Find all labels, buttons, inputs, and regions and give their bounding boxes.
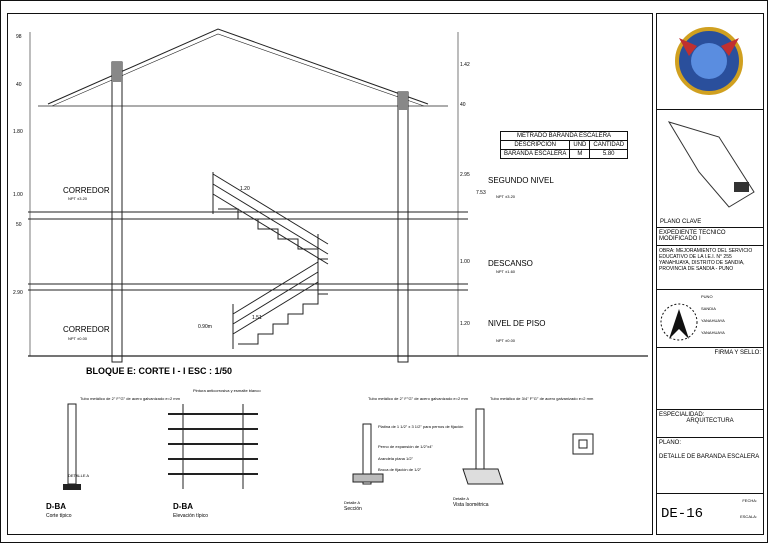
firma-box: FIRMA Y SELLO: xyxy=(657,348,763,410)
level-label-descanso: DESCANSO xyxy=(488,259,533,268)
especialidad-value: ARQUITECTURA xyxy=(686,418,734,424)
north-arrow-icon xyxy=(660,303,698,341)
section-title: BLOQUE E: CORTE I - I ESC : 1/50 xyxy=(86,366,233,376)
detail-label: Detalle A xyxy=(453,496,470,501)
plano-value: DETALLE DE BARANDA ESCALERA xyxy=(659,454,760,460)
detail-label: D-BA xyxy=(46,502,66,511)
ubicacion-value: YANAHUAYA xyxy=(701,318,725,323)
dim-label: 1.20 xyxy=(460,321,470,327)
sheet-number: DE-16 xyxy=(661,506,704,522)
lamina-box: DE-16 FECHA: ESCALA: xyxy=(657,494,763,534)
npt-label: NPT ±3.20 xyxy=(68,196,88,201)
especialidad-label: ESPECIALIDAD: xyxy=(659,412,705,418)
level-label-corredor-lower: CORREDOR xyxy=(63,325,110,334)
expediente-label: EXPEDIENTE TECNICO MODIFICADO I xyxy=(657,228,763,246)
level-label-corredor-upper: CORREDOR xyxy=(63,186,110,195)
logo-box xyxy=(657,14,763,110)
note-broca: Broca de fijación de 1/2" xyxy=(378,467,422,472)
step-dim-label: 1.51 xyxy=(252,315,262,321)
section-drawing xyxy=(28,28,648,490)
location-box: PUNO SANDIA YANAHUAYA YANAHUAYA xyxy=(657,290,763,348)
plano-clave-label: PLANO CLAVE xyxy=(660,219,702,225)
dim-label: 2.90 xyxy=(13,290,23,296)
metrado-cell: M xyxy=(569,149,591,159)
escala-label: ESCALA: xyxy=(740,514,757,519)
dim-label: 1.00 xyxy=(13,192,23,198)
detail-sublabel: Elevación típico xyxy=(173,513,209,519)
title-block: PLANO CLAVE EXPEDIENTE TECNICO MODIFICAD… xyxy=(656,13,764,535)
dim-label: 1.80 xyxy=(13,129,23,135)
key-plan-box: PLANO CLAVE xyxy=(657,110,763,228)
metrado-title: METRADO BARANDA ESCALERA xyxy=(499,131,629,141)
npt-label: NPT ±0.00 xyxy=(496,338,516,343)
level-label-nivel-piso: NIVEL DE PISO xyxy=(488,319,546,328)
dim-label: 40 xyxy=(460,102,466,108)
ubicacion-value: YANAHUAYA xyxy=(701,330,725,335)
key-plan-icon xyxy=(667,121,755,208)
detail-ref: DETALLE A xyxy=(68,473,90,478)
especialidad-box: ESPECIALIDAD: ARQUITECTURA xyxy=(657,410,763,438)
ubicacion-value: SANDIA xyxy=(701,306,716,311)
note-tube: Tubo metálico de 3/4" F°G° de acero galv… xyxy=(490,396,594,401)
fecha-label: FECHA: xyxy=(742,498,757,503)
plano-box: PLANO: DETALLE DE BARANDA ESCALERA xyxy=(657,438,763,494)
level-label-segundo-nivel: SEGUNDO NIVEL xyxy=(488,176,554,185)
dim-label: 2.95 xyxy=(460,172,470,178)
firma-label: FIRMA Y SELLO: xyxy=(714,350,761,356)
detail-label: Detalle A xyxy=(344,500,361,505)
metrado-cell: 5.80 xyxy=(589,149,629,159)
plano-label: PLANO: xyxy=(659,440,682,446)
ubicacion-value: PUNO xyxy=(701,294,713,299)
npt-label: NPT ±1.60 xyxy=(496,269,516,274)
note-tube: Tubo metálico de 2" F°G° de acero galvan… xyxy=(368,396,468,401)
drawing-area: CORREDOR SEGUNDO NIVEL DESCANSO CORREDOR… xyxy=(7,13,653,535)
detail-label: D-BA xyxy=(173,502,193,511)
detail-sublabel: Vista Isométrica xyxy=(453,502,489,508)
metrado-header: UND xyxy=(569,140,591,150)
metrado-header: CANTIDAD xyxy=(589,140,629,150)
dim-label: 50 xyxy=(16,222,22,228)
dim-label: 1.42 xyxy=(460,62,470,68)
metrado-cell: BARANDA ESCALERA xyxy=(499,149,571,159)
note-arandela: Arandela plana 1/2" xyxy=(378,456,414,461)
institution-seal-icon xyxy=(675,27,743,95)
note-tube: Tubo metálico de 2" F°G° de acero galvan… xyxy=(80,396,180,401)
npt-label: NPT ±0.00 xyxy=(68,336,88,341)
step-dim-label: 1.20 xyxy=(240,186,250,192)
obra-text: OBRA: MEJORAMIENTO DEL SERVICIO EDUCATIV… xyxy=(657,246,763,290)
note-pintura: Pintura anticorrosiva y esmalte blanco xyxy=(193,388,261,393)
metrado-table: METRADO BARANDA ESCALERA DESCRIPCION UND… xyxy=(499,131,629,159)
note-platina: Platina de 1 1/2" x 3 1/2" para pernos d… xyxy=(378,424,464,429)
dim-label: 1.00 xyxy=(460,259,470,265)
detail-sublabel: Corte típico xyxy=(46,513,72,519)
npt-label: NPT ±3.20 xyxy=(496,194,516,199)
detail-sublabel: Sección xyxy=(344,506,362,512)
dim-label: 98 xyxy=(16,34,22,40)
barrier-dim-label: 0.90m xyxy=(198,324,212,330)
dim-label: 7.53 xyxy=(476,190,486,196)
note-perno: Perno de expansión de 1/2"x4" xyxy=(378,444,433,449)
metrado-header: DESCRIPCION xyxy=(499,140,571,150)
dim-label: 40 xyxy=(16,82,22,88)
